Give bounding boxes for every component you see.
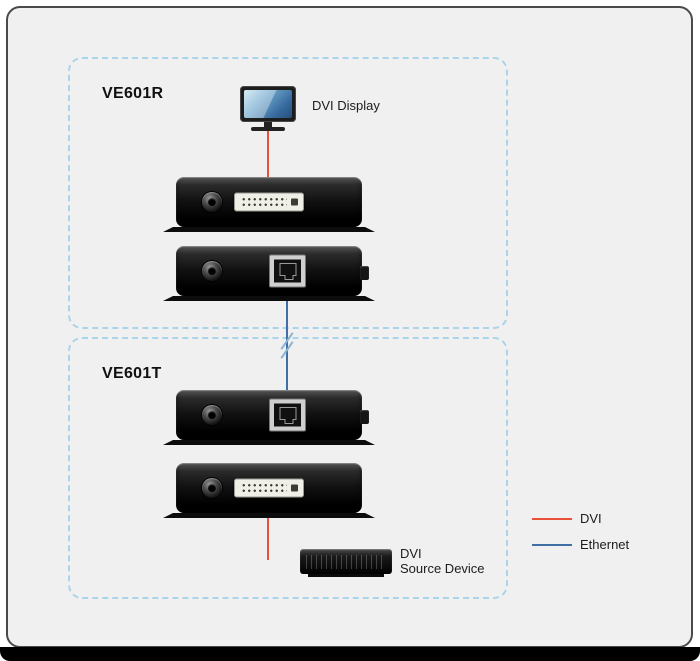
dvi-port-icon	[234, 478, 304, 498]
dvi-source-label: DVI Source Device	[400, 546, 485, 576]
footer-bar	[0, 647, 700, 661]
legend-dvi-line	[532, 518, 572, 520]
dvi-port-icon	[234, 192, 304, 212]
dvi-cable-source	[267, 517, 269, 560]
rj45-port-icon	[269, 254, 306, 288]
dvi-display-label: DVI Display	[312, 98, 380, 113]
transmitter-group-label: VE601T	[102, 365, 162, 382]
rj45-jack-outline	[279, 406, 296, 424]
receiver-group-box: VE601R	[68, 57, 508, 329]
monitor-screen	[244, 90, 292, 118]
source-vents	[306, 555, 386, 569]
side-screw-icon	[360, 266, 369, 280]
dvi-source-label-line2: Source Device	[400, 561, 485, 576]
transmitter-unit-dvi-side	[176, 463, 362, 513]
rj45-port-icon	[269, 398, 306, 432]
power-jack-icon	[202, 405, 222, 425]
receiver-unit-lan-side	[176, 246, 369, 296]
rj45-jack-outline	[279, 262, 296, 280]
dvi-port-slot	[291, 484, 298, 492]
legend-dvi-label: DVI	[580, 511, 602, 526]
rj45-port-opening	[274, 403, 301, 427]
dvi-port-pins	[241, 482, 287, 495]
legend-ethernet-line	[532, 544, 572, 546]
side-screw-icon	[360, 410, 369, 424]
dvi-port-slot	[291, 198, 298, 206]
power-jack-icon	[202, 261, 222, 281]
dvi-display-icon	[240, 86, 296, 132]
monitor-stand-base	[251, 127, 285, 131]
dvi-source-device-icon	[300, 549, 392, 577]
power-jack-icon	[202, 478, 222, 498]
rj45-port-opening	[274, 259, 301, 283]
power-jack-icon	[202, 192, 222, 212]
transmitter-unit-lan-side	[176, 390, 369, 440]
monitor-stand-neck	[264, 122, 272, 127]
receiver-group-label: VE601R	[102, 85, 164, 102]
legend-ethernet-label: Ethernet	[580, 537, 630, 552]
dvi-source-label-line1: DVI	[400, 546, 422, 561]
receiver-unit-dvi-side	[176, 177, 362, 227]
dvi-port-pins	[241, 196, 287, 209]
dvi-cable-display	[267, 131, 269, 177]
